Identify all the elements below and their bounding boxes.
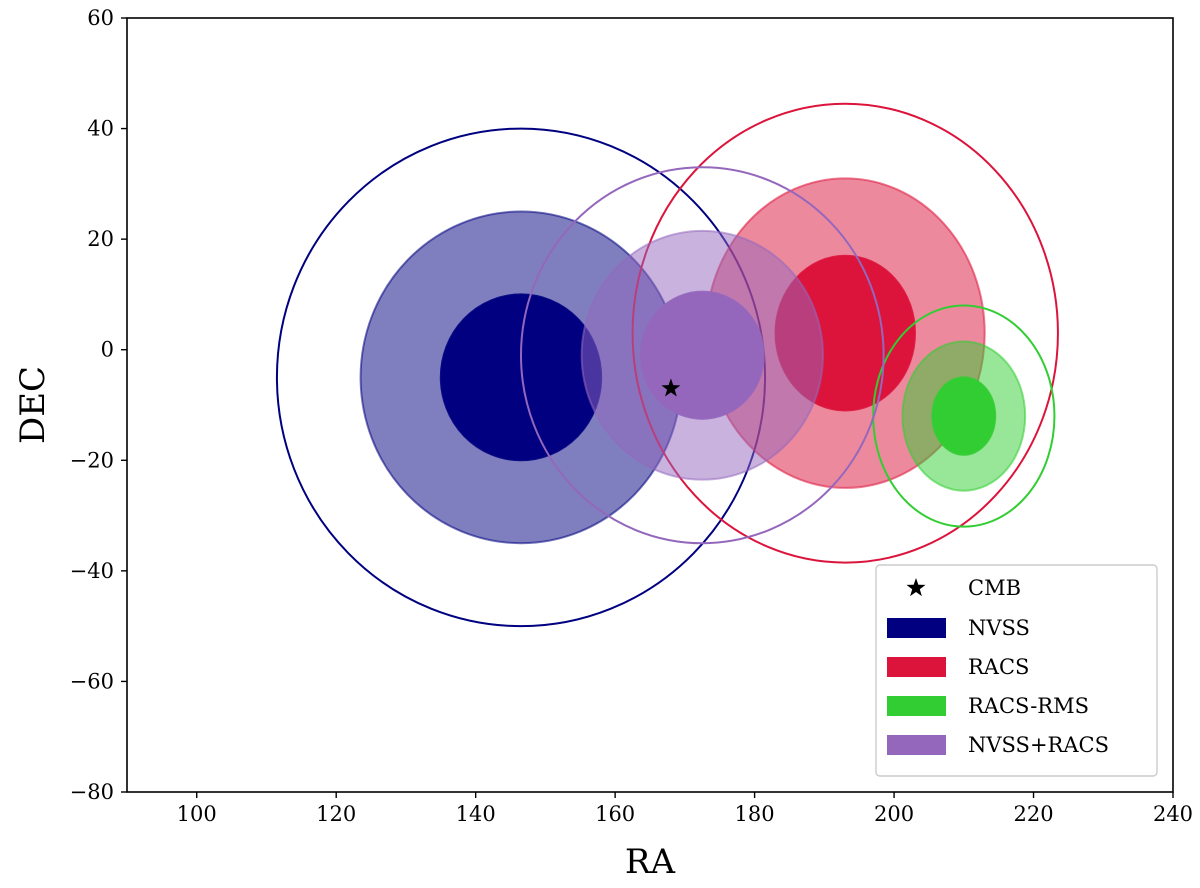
y-tick-label: 20	[87, 227, 114, 251]
legend-label-cmb: CMB	[968, 576, 1021, 600]
y-tick-label: −40	[70, 559, 114, 583]
legend-label-nvss: NVSS	[968, 616, 1030, 640]
legend-swatch-nvss	[887, 618, 946, 638]
x-tick-label: 100	[177, 802, 217, 826]
legend: CMB NVSS RACS RACS-RMS NVSS+RACS	[875, 564, 1158, 777]
x-tick-label: 180	[735, 802, 775, 826]
x-tick-label: 220	[1013, 802, 1053, 826]
y-tick-label: 60	[87, 6, 114, 30]
marker-layer	[661, 378, 681, 397]
contour-racs-rms-level-1	[931, 376, 997, 456]
y-axis-label: DEC	[13, 366, 53, 444]
y-tick-label: 40	[87, 117, 114, 141]
x-tick-label: 140	[456, 802, 496, 826]
x-tick-label: 200	[874, 802, 914, 826]
legend-label-nvss-racs: NVSS+RACS	[968, 733, 1109, 757]
legend-label-racs: RACS	[968, 655, 1029, 679]
contour-nvss-racs-level-3	[519, 166, 885, 545]
legend-marker-cmb	[906, 578, 926, 597]
legend-swatch-racs	[887, 657, 946, 677]
cmb-marker	[661, 378, 681, 397]
legend-swatch-racs-rms	[887, 696, 946, 716]
contour-nvss-racs-level-1	[639, 290, 765, 420]
x-tick-label: 240	[1153, 802, 1193, 826]
plot-frame	[126, 17, 1174, 793]
legend-box	[875, 564, 1158, 777]
y-tick-label: −20	[70, 448, 114, 472]
x-axis-label: RA	[625, 842, 676, 882]
legend-swatch-nvss-racs	[887, 735, 946, 755]
x-tick-label: 160	[595, 802, 635, 826]
y-tick-label: 0	[101, 338, 114, 362]
legend-label-racs-rms: RACS-RMS	[968, 694, 1089, 718]
y-tick-label: −60	[70, 669, 114, 693]
contour-nvss-level-1	[439, 293, 603, 462]
x-tick-label: 120	[316, 802, 356, 826]
y-tick-label: −80	[70, 780, 114, 804]
